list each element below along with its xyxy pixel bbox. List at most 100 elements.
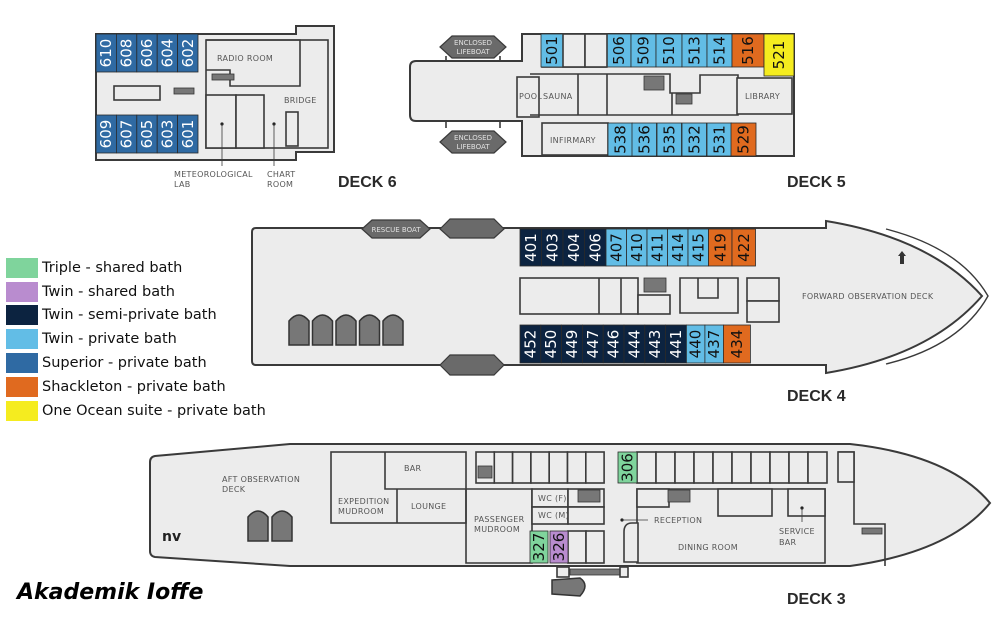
legend-label: Twin - private bath [42, 331, 177, 348]
cabin-538: 538 [607, 122, 633, 157]
svg-text:RESCUE BOAT: RESCUE BOAT [372, 226, 422, 234]
deck-5-title: DECK 5 [787, 174, 846, 191]
cabin-601: 601 [177, 114, 199, 154]
cabin-number: 411 [648, 233, 666, 262]
cabin-607: 607 [116, 114, 138, 154]
cabin-number: 603 [158, 120, 176, 149]
zodiac-icon [358, 314, 381, 346]
bridge-console [285, 111, 299, 147]
cabin-fill [763, 33, 795, 77]
cabin-blank [493, 451, 514, 484]
legend-swatch [6, 329, 38, 350]
legend-item-twin-semi: Twin - semi-private bath [6, 304, 266, 328]
cabin-number: 404 [565, 233, 583, 262]
cabin-606: 606 [136, 33, 158, 73]
cabin-blank [584, 451, 605, 484]
cabin-number: 306 [619, 453, 637, 482]
legend-swatch [6, 281, 38, 302]
cabin-532: 532 [681, 122, 707, 157]
cabin-506: 506 [606, 33, 632, 68]
cabin-fill [656, 122, 682, 157]
cabin-number: 441 [667, 330, 685, 359]
legend-swatch [6, 400, 38, 421]
cabin-blank [788, 451, 809, 484]
cabin-number: 440 [687, 330, 705, 359]
cabin-blank [530, 451, 551, 484]
cabin-number: 606 [138, 39, 156, 68]
cabin-410: 410 [626, 228, 648, 267]
cabin-510: 510 [655, 33, 683, 68]
legend-item-suite: One Ocean suite - private bath [6, 399, 266, 423]
cabin-number: 538 [611, 125, 629, 154]
cabin-number: 446 [605, 330, 623, 359]
sauna-label: SAUNA [543, 92, 573, 101]
wc-m-label: WC (M) [538, 511, 569, 520]
cabin-326: 326 [549, 530, 569, 564]
cabin-number: 609 [97, 120, 115, 149]
cabin-306: 306 [617, 451, 638, 484]
met-lab-room [205, 94, 237, 149]
cabin-fill [731, 33, 765, 68]
zodiac-icon [247, 510, 269, 542]
pool-label: POOL [519, 92, 542, 101]
svg-text:ENCLOSED: ENCLOSED [454, 134, 492, 142]
cabin-fill [617, 451, 638, 484]
deck-4-title: DECK 4 [787, 388, 846, 405]
cabin-number: 422 [735, 233, 753, 262]
cabin-number: 447 [584, 330, 602, 359]
cabin-fill [549, 530, 569, 564]
deck-3-title: DECK 3 [787, 591, 846, 608]
cabin-422: 422 [731, 228, 756, 267]
library-label: LIBRARY [745, 92, 780, 101]
cabin-number: 414 [669, 233, 687, 262]
cabin-fill [177, 33, 199, 73]
svg-text:LIFEBOAT: LIFEBOAT [456, 143, 490, 151]
stairs-icon [173, 87, 195, 95]
stairs-icon [667, 489, 691, 503]
cabin-516: 516 [731, 33, 765, 68]
cabin-440: 440 [686, 324, 706, 364]
cabin-411: 411 [646, 228, 668, 267]
bow-rail [885, 228, 989, 365]
cabin-number: 516 [739, 36, 757, 65]
legend-item-shackleton: Shackleton - private bath [6, 375, 266, 399]
enclosed-lifeboat-top: ENCLOSED LIFEBOAT [439, 35, 507, 62]
cabin-number: 535 [660, 125, 678, 154]
legend-label: Twin - semi-private bath [42, 307, 217, 324]
person-icon [898, 251, 906, 264]
lounge-label: LOUNGE [411, 502, 446, 511]
cabin-509: 509 [630, 33, 657, 68]
stairs-icon [477, 465, 493, 479]
cabin-number: 531 [710, 125, 728, 154]
cabin-415: 415 [687, 228, 709, 267]
cabin-blank [769, 451, 790, 484]
met-lab-room-2 [235, 94, 265, 149]
stairs-icon [861, 527, 883, 535]
cabin-529: 529 [730, 122, 757, 157]
cabin-number: 608 [118, 39, 136, 68]
cabin-407: 407 [605, 228, 627, 267]
cabin-number: 403 [543, 233, 561, 262]
cabin-number: 452 [521, 330, 539, 359]
cabin-blank [750, 451, 771, 484]
zodiac-icon [271, 510, 293, 542]
stairs-icon [643, 75, 665, 91]
cabin-blank [693, 451, 714, 484]
cabin-number: 501 [543, 36, 561, 65]
legend-swatch [6, 376, 38, 397]
cabin-450: 450 [540, 324, 562, 364]
cabin-fill [606, 33, 632, 68]
cabin-blank [584, 33, 608, 68]
cabin-number: 327 [530, 533, 548, 562]
stairs-icon [675, 93, 693, 105]
deck-6-title: DECK 6 [338, 174, 397, 191]
cabin-number: 326 [550, 533, 568, 562]
wc-f-label: WC (F) [538, 494, 567, 503]
cabin-452: 452 [519, 324, 542, 364]
cabin-535: 535 [656, 122, 682, 157]
cabin-443: 443 [644, 324, 666, 364]
cabin-fill [706, 33, 733, 68]
cabin-blank [562, 33, 586, 68]
